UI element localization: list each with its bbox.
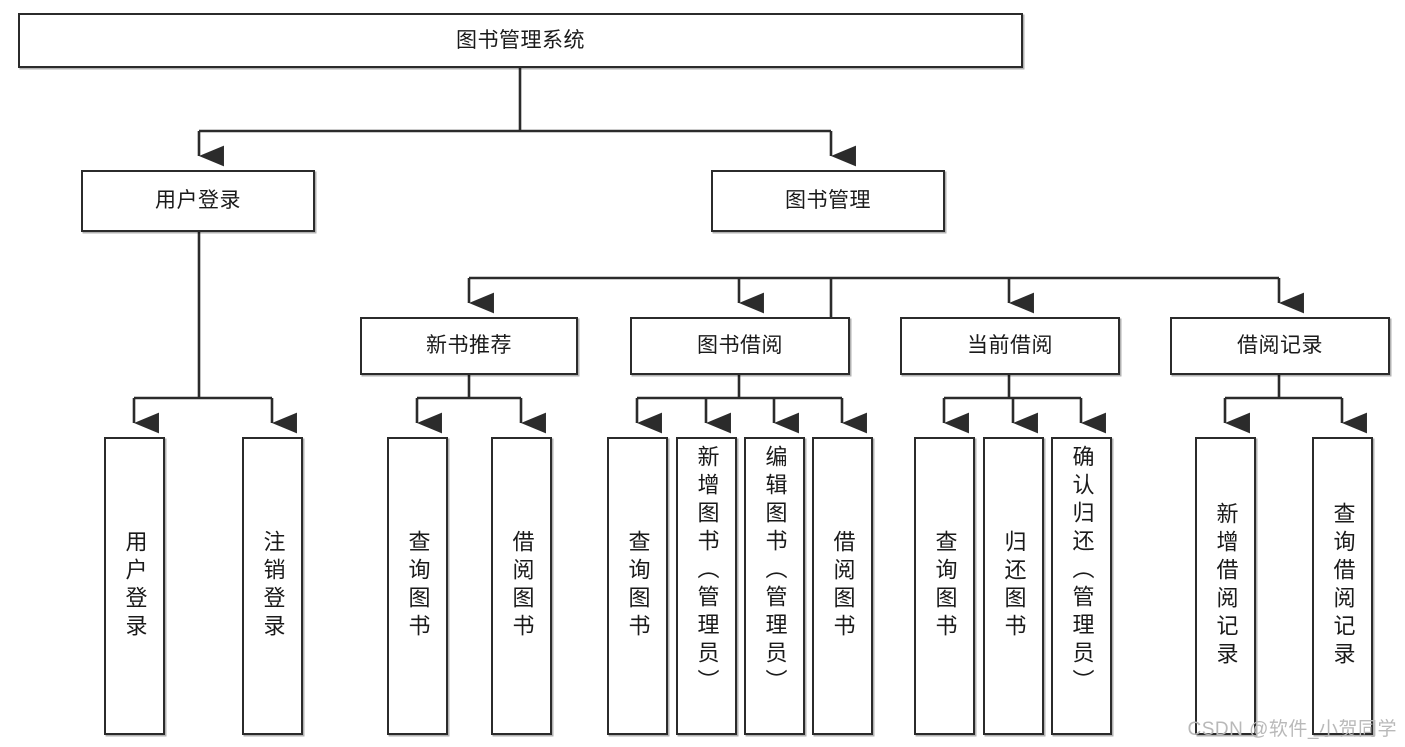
node-label: 编辑图书（管理员） — [762, 445, 788, 697]
node-label: 借阅记录 — [1237, 334, 1323, 358]
node-label: 查询图书 — [625, 530, 651, 642]
node-root-book-management-system[interactable]: 图书管理系统 — [18, 13, 1023, 68]
leaf-user-login-logout[interactable]: 注销登录 — [242, 437, 303, 735]
node-label: 图书管理系统 — [456, 28, 585, 52]
node-label: 查询借阅记录 — [1330, 502, 1356, 670]
watermark: CSDN @软件_小贺同学 — [1187, 719, 1397, 740]
node-current-borrow[interactable]: 当前借阅 — [900, 317, 1120, 375]
node-label: 查询图书 — [405, 530, 431, 642]
leaf-book-borrow-edit-book-admin[interactable]: 编辑图书（管理员） — [744, 437, 805, 735]
node-label: 注销登录 — [260, 530, 286, 642]
node-label: 新书推荐 — [426, 334, 512, 358]
node-borrow-record[interactable]: 借阅记录 — [1170, 317, 1390, 375]
node-label: 图书管理 — [785, 189, 871, 213]
leaf-user-login-login[interactable]: 用户登录 — [104, 437, 165, 735]
node-label: 查询图书 — [932, 530, 958, 642]
leaf-borrow-record-add-record[interactable]: 新增借阅记录 — [1195, 437, 1256, 735]
node-label: 用户登录 — [155, 189, 241, 213]
node-book-management[interactable]: 图书管理 — [711, 170, 945, 232]
node-user-login[interactable]: 用户登录 — [81, 170, 315, 232]
node-label: 新增借阅记录 — [1213, 502, 1239, 670]
leaf-new-book-query-book[interactable]: 查询图书 — [387, 437, 448, 735]
node-label: 确认归还（管理员） — [1069, 445, 1095, 697]
node-book-borrow[interactable]: 图书借阅 — [630, 317, 850, 375]
node-label: 归还图书 — [1001, 530, 1027, 642]
leaf-current-borrow-return-book[interactable]: 归还图书 — [983, 437, 1044, 735]
leaf-new-book-borrow-book[interactable]: 借阅图书 — [491, 437, 552, 735]
node-label: 新增图书（管理员） — [694, 445, 720, 697]
leaf-book-borrow-query-book[interactable]: 查询图书 — [607, 437, 668, 735]
node-label: 借阅图书 — [830, 530, 856, 642]
node-label: 借阅图书 — [509, 530, 535, 642]
node-label: 用户登录 — [122, 530, 148, 642]
leaf-borrow-record-query-record[interactable]: 查询借阅记录 — [1312, 437, 1373, 735]
leaf-book-borrow-add-book-admin[interactable]: 新增图书（管理员） — [676, 437, 737, 735]
node-label: 图书借阅 — [697, 334, 783, 358]
leaf-current-borrow-confirm-return-admin[interactable]: 确认归还（管理员） — [1051, 437, 1112, 735]
leaf-current-borrow-query-book[interactable]: 查询图书 — [914, 437, 975, 735]
leaf-book-borrow-borrow-book[interactable]: 借阅图书 — [812, 437, 873, 735]
node-label: 当前借阅 — [967, 334, 1053, 358]
node-new-book-recommend[interactable]: 新书推荐 — [360, 317, 578, 375]
